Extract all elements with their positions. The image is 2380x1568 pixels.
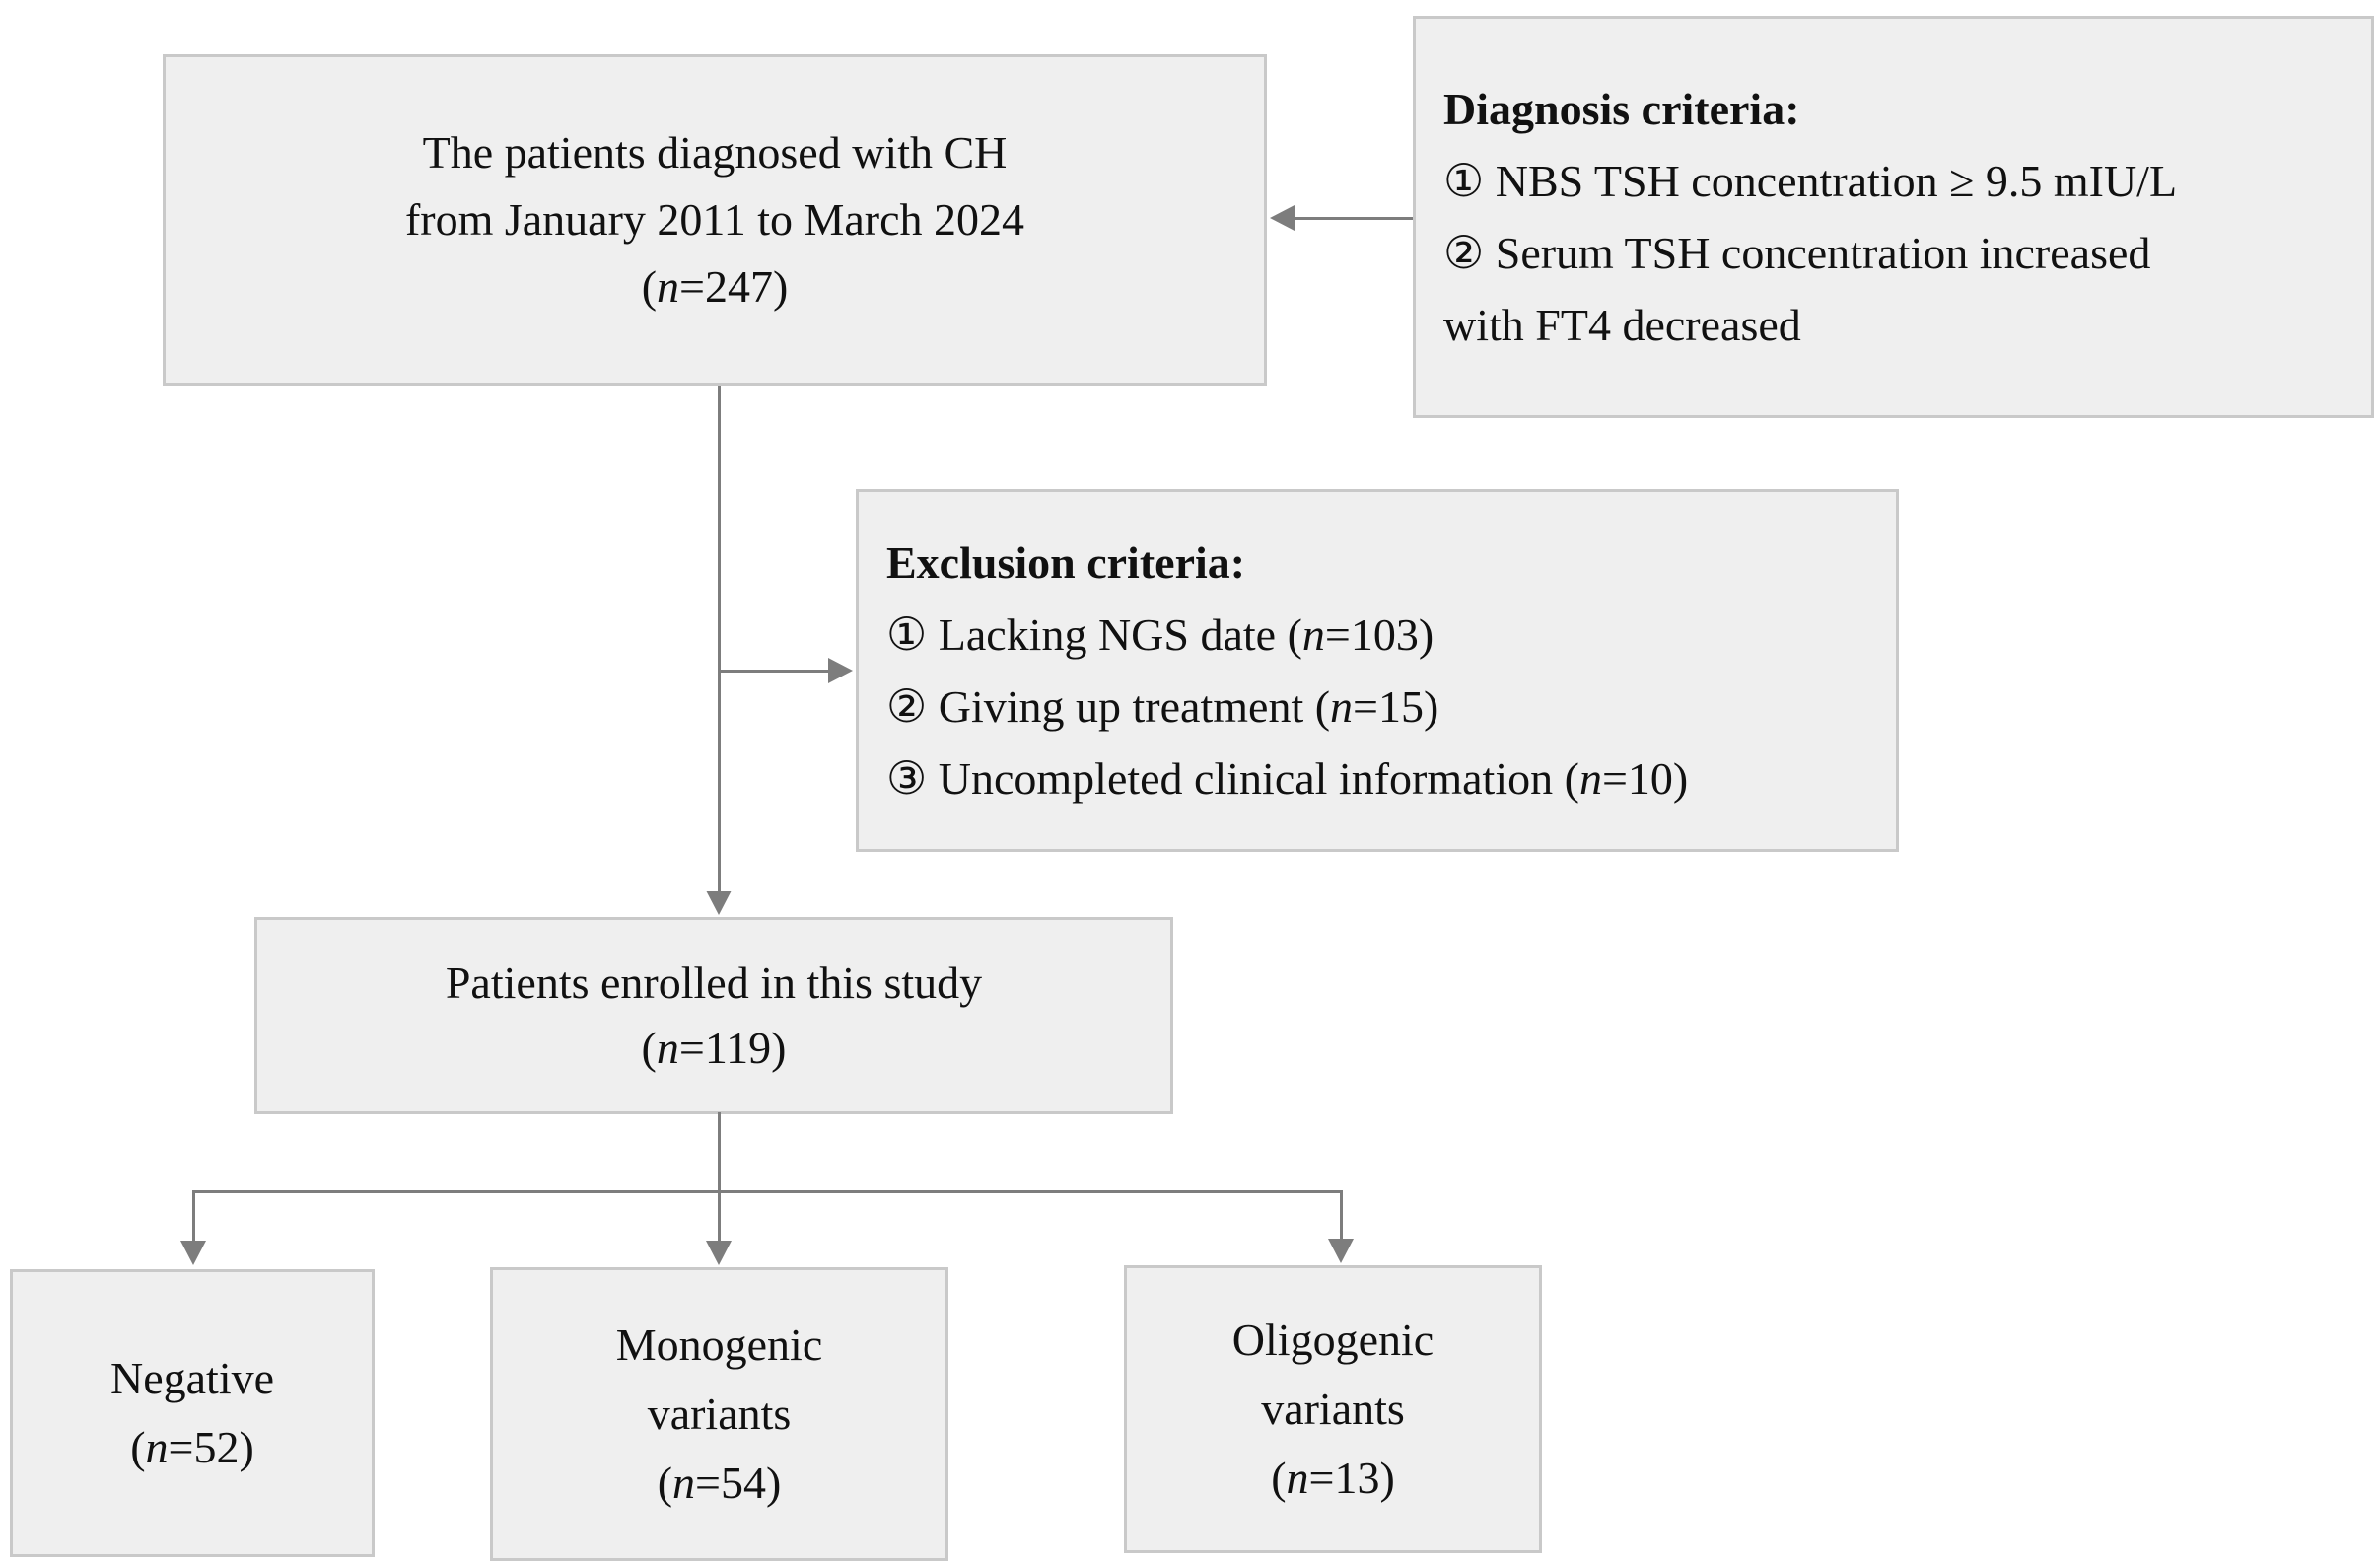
oligogenic-count: (n=13) xyxy=(1271,1453,1395,1503)
box-diagnosis-criteria: Diagnosis criteria: ① NBS TSH concentrat… xyxy=(1413,16,2374,418)
diagnosed-count: (n=247) xyxy=(641,261,789,312)
oligogenic-label-2: variants xyxy=(1261,1384,1405,1434)
diagnosis-criteria-item-2-wrap: with FT4 decreased xyxy=(1443,300,1801,350)
arrowhead-right-icon xyxy=(828,658,853,683)
diagnosed-line-1: The patients diagnosed with CH xyxy=(422,127,1008,178)
box-oligogenic: Oligogenic variants (n=13) xyxy=(1124,1265,1542,1553)
monogenic-count: (n=54) xyxy=(657,1458,782,1508)
connector-split-bar xyxy=(192,1190,1343,1193)
exclusion-criteria-item-2: ② Giving up treatment (n=15) xyxy=(886,681,1439,732)
connector-split-to-negative xyxy=(192,1190,195,1242)
connector-diagnosis-to-diagnosed xyxy=(1292,217,1413,220)
diagnosed-line-2: from January 2011 to March 2024 xyxy=(404,194,1025,245)
negative-count: (n=52) xyxy=(130,1422,254,1472)
connector-diagnosed-to-enrolled xyxy=(718,386,721,892)
monogenic-label-1: Monogenic xyxy=(615,1319,823,1370)
connector-split-to-oligogenic xyxy=(1340,1190,1343,1240)
diagnosis-criteria-item-1: ① NBS TSH concentration ≥ 9.5 mIU/L xyxy=(1443,156,2178,206)
diagnosis-criteria-item-2: ② Serum TSH concentration increased xyxy=(1443,228,2151,278)
exclusion-criteria-item-1: ① Lacking NGS date (n=103) xyxy=(886,609,1435,660)
box-negative: Negative (n=52) xyxy=(10,1269,375,1557)
monogenic-label-2: variants xyxy=(647,1389,792,1439)
arrowhead-down-icon xyxy=(706,891,732,915)
oligogenic-label-1: Oligogenic xyxy=(1231,1315,1435,1365)
box-enrolled: Patients enrolled in this study (n=119) xyxy=(254,917,1173,1114)
exclusion-criteria-item-3: ③ Uncompleted clinical information (n=10… xyxy=(886,753,1689,804)
arrowhead-down-icon xyxy=(1328,1239,1354,1263)
connector-to-exclusion xyxy=(718,670,830,673)
connector-enrolled-to-split xyxy=(718,1112,721,1193)
enrolled-count: (n=119) xyxy=(641,1023,787,1073)
exclusion-criteria-title: Exclusion criteria: xyxy=(886,537,1246,588)
arrowhead-down-icon xyxy=(180,1241,206,1265)
arrowhead-down-icon xyxy=(706,1241,732,1265)
enrolled-line-1: Patients enrolled in this study xyxy=(445,958,983,1008)
arrowhead-left-icon xyxy=(1270,205,1295,231)
box-exclusion-criteria: Exclusion criteria: ① Lacking NGS date (… xyxy=(856,489,1899,852)
box-monogenic: Monogenic variants (n=54) xyxy=(490,1267,948,1561)
connector-split-to-monogenic xyxy=(718,1190,721,1242)
diagnosis-criteria-title: Diagnosis criteria: xyxy=(1443,84,1800,134)
box-diagnosed-patients: The patients diagnosed with CH from Janu… xyxy=(163,54,1267,386)
negative-label: Negative xyxy=(109,1353,275,1403)
